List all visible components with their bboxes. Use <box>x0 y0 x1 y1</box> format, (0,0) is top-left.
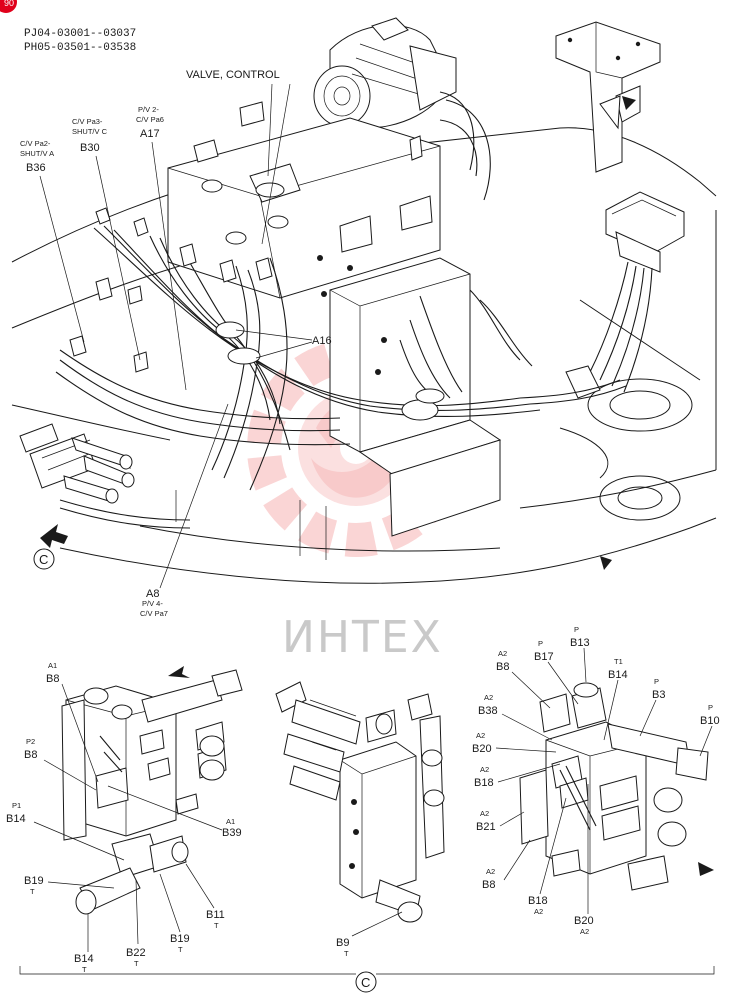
svg-text:P: P <box>574 625 579 634</box>
view-c-marker-2 <box>355 971 377 993</box>
label-b18-bottom: B18 <box>528 895 548 907</box>
svg-text:A2: A2 <box>498 649 507 658</box>
label-b11: B11 <box>206 909 225 921</box>
label-b9: B9 <box>336 937 349 949</box>
svg-text:A2: A2 <box>480 765 489 774</box>
svg-text:C/V Pa2-: C/V Pa2- <box>20 139 51 148</box>
svg-text:SHUT/V A: SHUT/V A <box>20 149 54 158</box>
svg-text:T: T <box>134 959 139 968</box>
label-b20-bottom: B20 <box>574 915 594 927</box>
svg-text:T: T <box>344 949 349 958</box>
svg-text:C: C <box>39 552 48 567</box>
svg-text:A2: A2 <box>476 731 485 740</box>
svg-text:A2: A2 <box>486 867 495 876</box>
label-b30: B30 <box>80 142 100 154</box>
svg-text:P/V 4-: P/V 4- <box>142 599 163 608</box>
svg-text:P: P <box>538 639 543 648</box>
label-b14-right: B14 <box>608 669 628 681</box>
label-a8: A8 <box>146 588 159 600</box>
label-b3: B3 <box>652 689 665 701</box>
view-arrow-c <box>40 524 68 548</box>
label-b8-right-top: B8 <box>496 661 509 673</box>
label-b36: B36 <box>26 162 46 174</box>
svg-text:A2: A2 <box>534 907 543 916</box>
svg-text:T1: T1 <box>614 657 623 666</box>
view-c-marker <box>33 548 55 570</box>
label-b14-left: B14 <box>6 813 26 825</box>
main-view-labels: VALVE, CONTROL C/V Pa2- SHUT/V A B36 C/V… <box>20 69 332 618</box>
svg-text:SHUT/V C: SHUT/V C <box>72 127 108 136</box>
svg-text:T: T <box>214 921 219 930</box>
label-b22: B22 <box>126 947 146 959</box>
label-b8-mid: B8 <box>24 749 37 761</box>
svg-text:C/V Pa3-: C/V Pa3- <box>72 117 103 126</box>
svg-text:P/V 2-: P/V 2- <box>138 105 159 114</box>
label-b39: B39 <box>222 827 242 839</box>
label-b38: B38 <box>478 705 498 717</box>
svg-text:A2: A2 <box>580 927 589 936</box>
svg-text:A2: A2 <box>484 693 493 702</box>
svg-text:90: 90 <box>4 0 14 8</box>
svg-text:P: P <box>654 677 659 686</box>
svg-text:C: C <box>361 975 370 990</box>
svg-text:T: T <box>30 887 35 896</box>
watermark-text: ИНТЕХ <box>282 612 443 663</box>
svg-text:C/V Pa6: C/V Pa6 <box>136 115 164 124</box>
svg-text:P2: P2 <box>26 737 35 746</box>
svg-text:P: P <box>708 703 713 712</box>
svg-text:A2: A2 <box>480 809 489 818</box>
svg-text:T: T <box>178 945 183 954</box>
detail-right-valve <box>519 682 714 891</box>
detail-right-labels: A2 B8 P B17 P B13 T1 B14 P B3 P B10 A2 B… <box>472 625 720 936</box>
label-b13: B13 <box>570 637 590 649</box>
svg-text:A1: A1 <box>226 817 235 826</box>
serial-range-2: PH05-03501--03538 <box>24 42 136 54</box>
valve-control-label: VALVE, CONTROL <box>186 69 280 81</box>
detail-left-labels: A1 B8 P2 B8 P1 B14 A1 B39 B19 T B14 T B2… <box>6 661 242 974</box>
serial-range-1: PJ04-03001--03037 <box>24 28 136 40</box>
label-b8-right-bottom: B8 <box>482 879 495 891</box>
svg-text:P1: P1 <box>12 801 21 810</box>
svg-text:C/V Pa7: C/V Pa7 <box>140 609 168 618</box>
label-b14-bottom: B14 <box>74 953 94 965</box>
label-b19-left: B19 <box>24 875 44 887</box>
label-b18-left: B18 <box>474 777 494 789</box>
detail-middle-valve: C <box>19 681 715 993</box>
label-b10: B10 <box>700 715 720 727</box>
label-b21: B21 <box>476 821 496 833</box>
detail-middle-labels: B9 T <box>336 911 403 958</box>
svg-text:A1: A1 <box>48 661 57 670</box>
label-b20-left: B20 <box>472 743 492 755</box>
label-b17: B17 <box>534 651 554 663</box>
detail-left-valve <box>61 666 243 915</box>
main-assembly-view: C <box>11 17 717 584</box>
label-a17: A17 <box>140 128 160 140</box>
label-b19-bottom: B19 <box>170 933 190 945</box>
label-a16: A16 <box>312 335 332 347</box>
label-b8-top: B8 <box>46 673 59 685</box>
svg-text:T: T <box>82 965 87 974</box>
page-marker: 90 <box>0 0 17 13</box>
